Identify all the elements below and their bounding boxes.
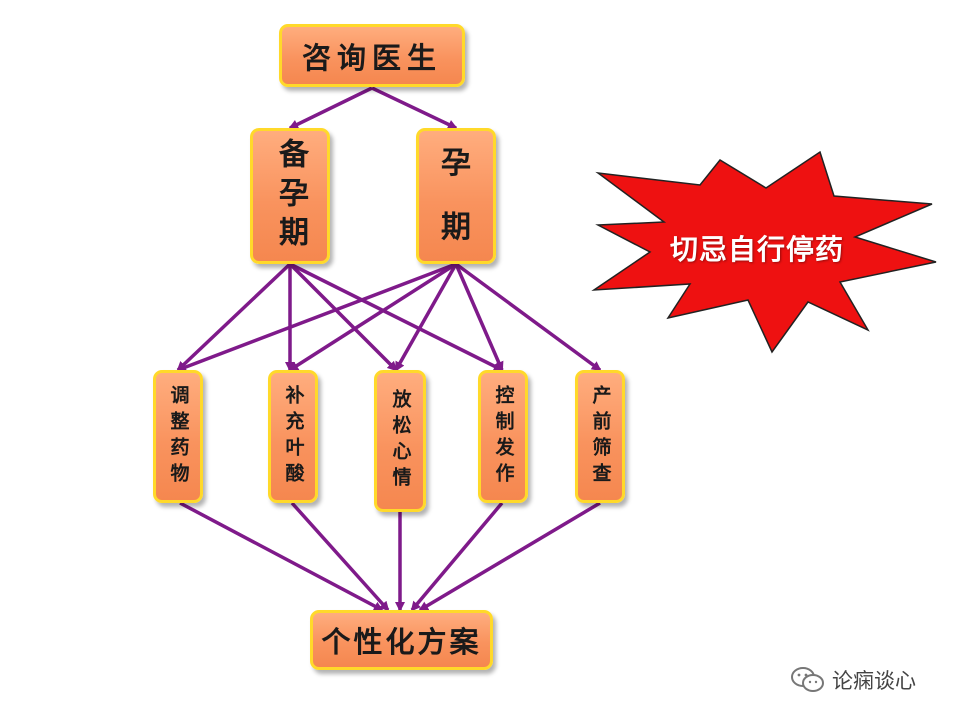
adjust-medication-box: 调整药物 <box>153 370 203 503</box>
arrow-pregnancy-to-relax <box>394 263 458 372</box>
folic-acid-label: 补充叶酸 <box>282 384 305 489</box>
arrow-folic-to-plan <box>290 501 390 612</box>
warning-burst <box>591 150 937 354</box>
arrow-screening-to-plan <box>418 501 601 612</box>
arrow-preconception-to-adjust <box>176 262 292 372</box>
consult-doctor-label: 咨询医生 <box>301 40 442 75</box>
arrow-consult-to-preconception <box>288 86 373 130</box>
arrow-pregnancy-to-folic <box>288 262 457 372</box>
pregnancy-label-bottom: 期 <box>441 210 471 245</box>
arrow-control-to-plan <box>410 501 504 612</box>
arrow-pregnancy-to-control <box>454 263 504 372</box>
arrow-pregnancy-to-adjust <box>176 262 457 372</box>
arrow-consult-to-pregnancy <box>371 86 458 130</box>
watermark-text: 论痫谈心 <box>832 669 916 693</box>
watermark: 论痫谈心 <box>790 665 916 695</box>
pregnancy-label-top: 孕 <box>441 146 471 181</box>
individualized-plan-box: 个性化方案 <box>310 610 493 670</box>
relax-label: 放松心情 <box>389 389 412 493</box>
arrow-adjust-to-plan <box>179 501 384 612</box>
individualized-plan-label: 个性化方案 <box>321 625 482 659</box>
prenatal-screening-box: 产前筛查 <box>575 370 625 503</box>
warning-text: 切忌自行停药 <box>669 233 844 266</box>
folic-acid-box: 补充叶酸 <box>268 370 318 503</box>
preconception-label: 备孕期 <box>273 137 308 255</box>
arrow-preconception-to-relax <box>288 262 398 372</box>
arrow-preconception-to-control <box>289 262 504 372</box>
adjust-medication-label: 调整药物 <box>167 384 190 489</box>
pregnancy-box: 孕 期 <box>416 128 496 264</box>
wechat-icon <box>791 667 824 692</box>
arrow-pregnancy-to-screening <box>454 262 602 372</box>
prenatal-screening-label: 产前筛查 <box>589 384 612 489</box>
control-seizures-box: 控制发作 <box>478 370 528 503</box>
control-seizures-label: 控制发作 <box>492 384 515 489</box>
relax-box: 放松心情 <box>374 370 426 512</box>
consult-doctor-box: 咨询医生 <box>279 24 465 87</box>
preconception-box: 备孕期 <box>250 128 330 264</box>
